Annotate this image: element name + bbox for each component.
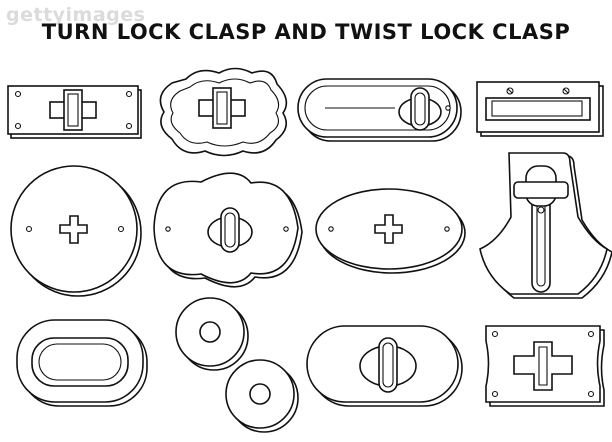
hanging-tongue-clasp-icon [479,152,612,299]
round-plate-cross-lock-icon [10,165,142,297]
oval-plate-cross-lock-icon [315,188,466,274]
rectangular-slot-plate-icon [476,81,604,137]
oval-ring-icon [16,319,148,407]
rounded-pill-twist-lock-icon [297,78,462,142]
watermark-text: gettyimages [6,4,146,26]
scalloped-turn-lock-icon [159,67,288,157]
double-oval-twist-lock-icon [153,172,303,288]
pill-twist-lock-icon [306,325,463,407]
square-plate-cross-lock-icon [485,325,605,407]
rectangular-plate-turn-lock-icon [7,85,142,139]
page-title: TURN LOCK CLASP AND TWIST LOCK CLASP [41,20,571,44]
round-grommet-pair-icon [175,297,299,433]
